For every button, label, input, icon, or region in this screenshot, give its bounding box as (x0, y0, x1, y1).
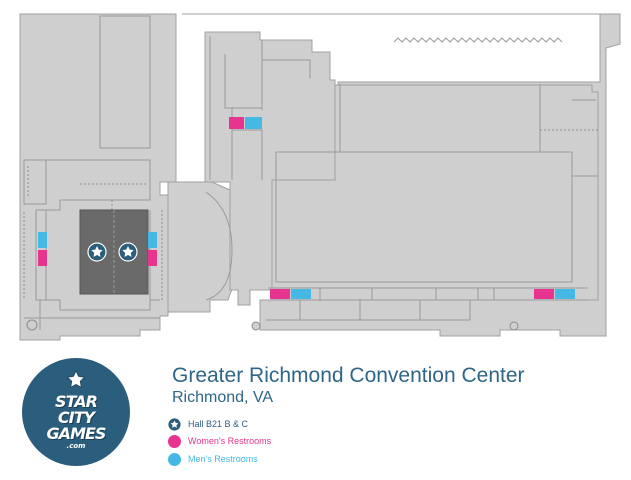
womens-restroom[interactable] (229, 117, 244, 129)
legend-label-men: Men's Restrooms (188, 454, 258, 464)
column-circle (509, 321, 519, 331)
floor-map (19, 13, 621, 341)
blue-dot-icon (168, 452, 181, 466)
star-icon (66, 370, 86, 389)
tower-walls (209, 36, 263, 180)
legend-item-men: Men's Restrooms (168, 451, 258, 467)
east-walls (339, 84, 598, 177)
roof-zigzag (393, 37, 563, 43)
mens-restroom[interactable] (38, 232, 47, 248)
womens-restroom[interactable] (38, 250, 47, 266)
column-circle (26, 319, 38, 331)
star-city-games-logo: STAR CITY GAMES .com (22, 358, 130, 466)
pink-dot-icon (168, 434, 181, 448)
mens-restroom[interactable] (555, 289, 575, 299)
venue-title: Greater Richmond Convention Center (172, 364, 525, 387)
lobby-curve (205, 191, 233, 301)
east-hall-fill (271, 84, 599, 301)
logo-text-games: GAMES (46, 424, 107, 443)
mens-restroom[interactable] (148, 232, 157, 248)
womens-restroom[interactable] (148, 250, 157, 266)
west-interior-walls (35, 159, 160, 311)
main-exhibit-floor (275, 151, 573, 283)
venue-subtitle: Richmond, VA (172, 389, 274, 406)
south-rooms (268, 287, 588, 301)
logo-text-domain: .com (66, 442, 86, 450)
mens-restroom[interactable] (291, 289, 311, 299)
west-corridor (23, 159, 47, 205)
logo-text-city: CITY (57, 408, 95, 427)
legend-item-hall: Hall B21 B & C (168, 416, 248, 432)
logo-text-star: STAR (55, 392, 98, 411)
hall-star-marker[interactable] (118, 242, 138, 262)
hall-star-marker[interactable] (87, 242, 107, 262)
central-lobby (160, 181, 241, 313)
womens-restroom[interactable] (534, 289, 554, 299)
column-circle (251, 321, 261, 331)
mens-restroom[interactable] (245, 117, 262, 129)
south-rooms-2 (266, 300, 471, 321)
star-marker-icon (168, 417, 181, 431)
legend-label-hall: Hall B21 B & C (188, 419, 249, 429)
legend-item-women: Women's Restrooms (168, 433, 271, 449)
legend-label-women: Women's Restrooms (188, 436, 272, 446)
tower-walls-2 (261, 40, 311, 110)
womens-restroom[interactable] (270, 289, 290, 299)
north-block (99, 15, 151, 149)
